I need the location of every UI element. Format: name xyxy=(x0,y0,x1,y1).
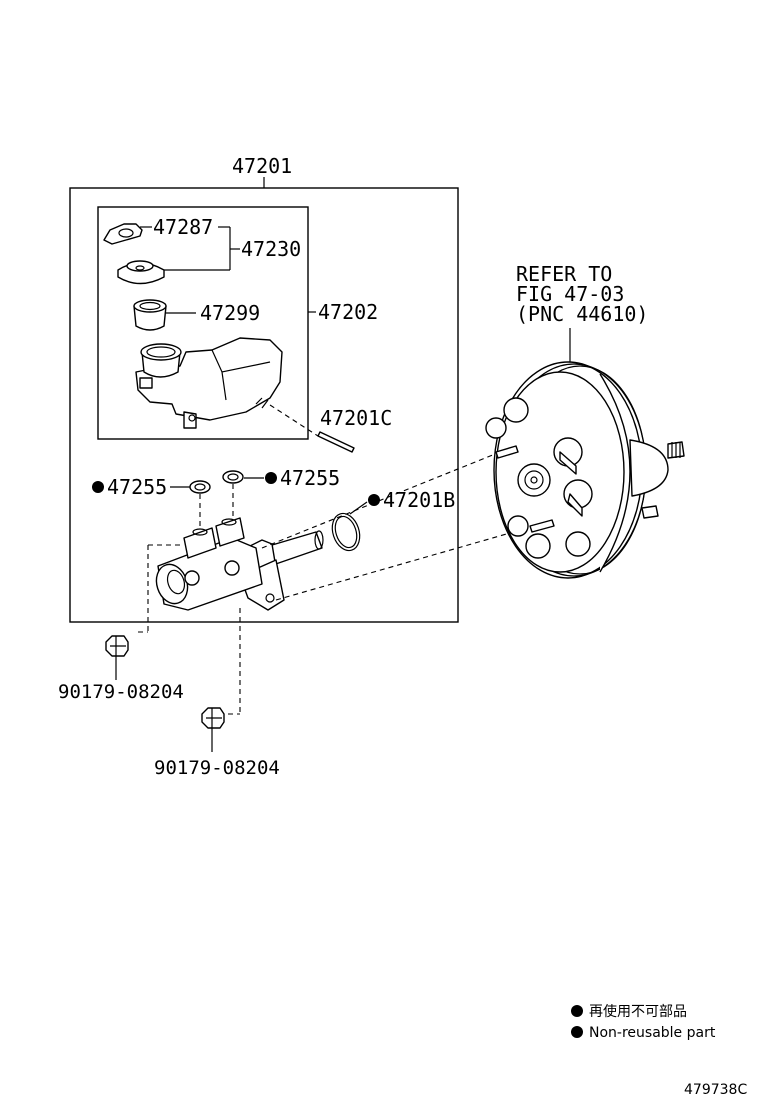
label-47230: 47230 xyxy=(241,237,301,261)
legend-bullet-icon xyxy=(571,1005,583,1017)
refer-line-1: REFER TO xyxy=(516,262,612,286)
non-reusable-mark-icon xyxy=(92,481,104,493)
grommet-right-part xyxy=(222,470,244,484)
figure-code: 479738C xyxy=(684,1082,747,1098)
reservoir-grommet-part xyxy=(133,299,167,331)
label-90179-08204-b: 90179-08204 xyxy=(154,757,280,779)
label-47201b: 47201B xyxy=(383,488,455,512)
label-47287: 47287 xyxy=(153,215,213,239)
label-90179-08204-a: 90179-08204 xyxy=(58,681,184,703)
assembly-frame xyxy=(69,187,459,623)
nut-2-group: 90179-08204 xyxy=(154,707,280,779)
label-47255-right: 47255 xyxy=(280,466,340,490)
reservoir-pin-part xyxy=(317,431,355,453)
label-47201c: 47201C xyxy=(320,406,392,430)
nut-1-part xyxy=(105,635,129,657)
assembly-47201-group: 47201 xyxy=(69,154,459,623)
label-47202: 47202 xyxy=(318,300,378,324)
cap-gasket-part xyxy=(103,223,143,245)
nut-2-part xyxy=(201,707,225,729)
grommet-left-part xyxy=(189,480,211,494)
legend-english: Non-reusable part xyxy=(589,1025,716,1041)
refer-line-3: (PNC 44610) xyxy=(516,302,648,326)
label-47201: 47201 xyxy=(232,154,292,178)
refer-note: REFER TO FIG 47-03 (PNC 44610) xyxy=(516,262,648,362)
reservoir-cap-part xyxy=(117,260,165,285)
legend-bullet-icon xyxy=(571,1026,583,1038)
reservoir-tank-part xyxy=(135,337,283,429)
o-ring-part xyxy=(331,512,361,552)
brake-booster-part xyxy=(485,361,685,579)
reservoir-group: 47202 47287 47230 47299 xyxy=(97,206,392,453)
grommets-group: 47255 47255 xyxy=(92,466,340,530)
non-reusable-mark-icon xyxy=(265,472,277,484)
o-ring-group: 47201B xyxy=(331,488,455,552)
label-47299: 47299 xyxy=(200,301,260,325)
non-reusable-mark-icon xyxy=(368,494,380,506)
reservoir-frame xyxy=(97,206,309,440)
legend-japanese: 再使用不可部品 xyxy=(589,1003,687,1020)
master-cylinder-part xyxy=(155,517,324,611)
label-47255-left: 47255 xyxy=(107,475,167,499)
nut-1-group: 90179-08204 xyxy=(58,635,184,703)
legend: 再使用不可部品 Non-reusable part xyxy=(571,1003,716,1041)
refer-line-2: FIG 47-03 xyxy=(516,282,624,306)
